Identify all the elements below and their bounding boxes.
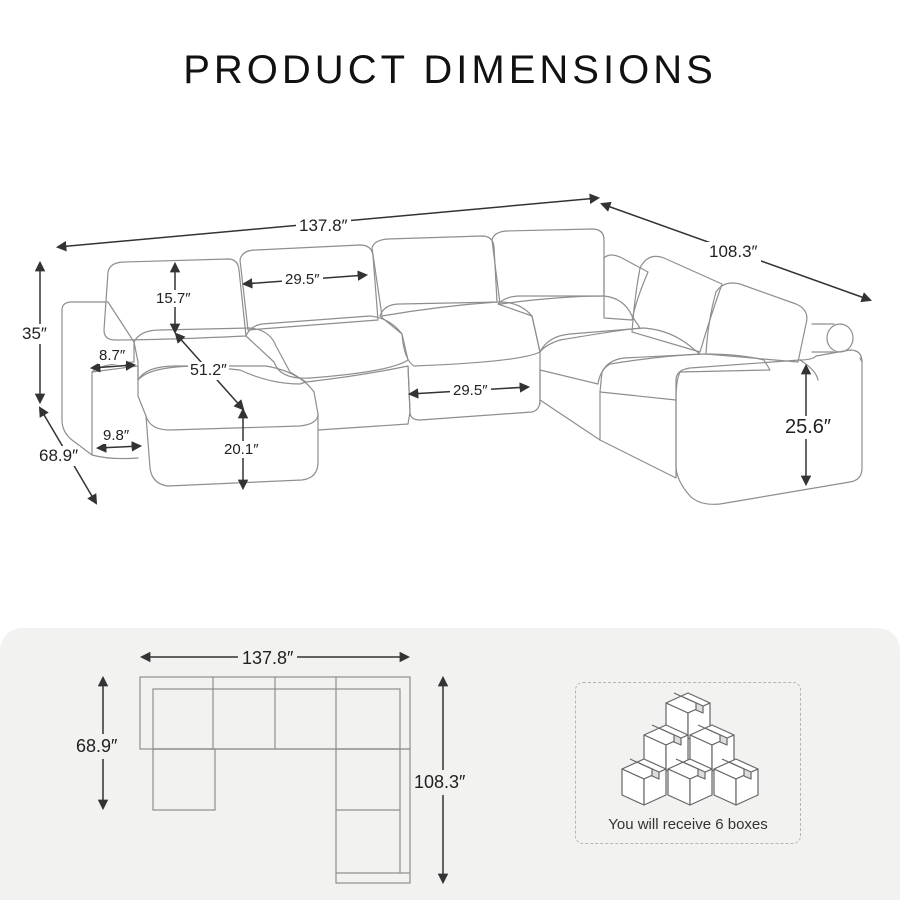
- page-title: PRODUCT DIMENSIONS: [183, 48, 717, 92]
- chaise-depth-label: 68.9″: [37, 446, 81, 466]
- top-depth-left-label: 68.9″: [76, 734, 118, 759]
- back-cushion-7: [705, 282, 808, 363]
- seat-cushion-4: [497, 295, 641, 353]
- corner-base: [539, 391, 601, 441]
- seat-cushion-6: [599, 353, 771, 401]
- bolster-pillow: [826, 323, 854, 353]
- top-depth-right-label: 108.3″: [414, 770, 466, 795]
- seat-cushion-3: [379, 301, 541, 367]
- stacked-boxes-icon: [621, 692, 759, 806]
- back-cushion-3: [371, 235, 498, 317]
- seat-width-label: 29.5″: [282, 271, 323, 288]
- seat-cushion-2: [245, 315, 409, 379]
- chaise-base: [145, 413, 319, 487]
- arm-height-label: 9.8″: [102, 427, 131, 444]
- overall-depth-label: 108.3″: [706, 242, 761, 262]
- back-height-label: 15.7″: [154, 290, 193, 307]
- chaise-length-label: 51.2″: [188, 362, 229, 380]
- package-caption: You will receive 6 boxes: [608, 816, 768, 833]
- package-info-card: You will receive 6 boxes: [575, 682, 801, 844]
- top-width-label: 137.8″: [238, 648, 298, 669]
- height-label: 35″: [22, 324, 47, 344]
- arm-width-label: 8.7″: [98, 347, 127, 364]
- right-arm: [675, 349, 863, 505]
- arm-height-arrow: [95, 441, 143, 453]
- main-base: [305, 365, 541, 421]
- bottom-panel: [0, 628, 900, 900]
- arm-width-arrow: [89, 360, 137, 373]
- seat-width-front-label: 29.5″: [450, 382, 491, 399]
- seat-height-label: 20.1″: [222, 441, 261, 458]
- sofa-perspective-drawing: [34, 193, 872, 505]
- back-cushion-4: [491, 228, 605, 305]
- overall-width-label: 137.8″: [296, 216, 351, 236]
- arm-total-height-label: 25.6″: [782, 416, 835, 439]
